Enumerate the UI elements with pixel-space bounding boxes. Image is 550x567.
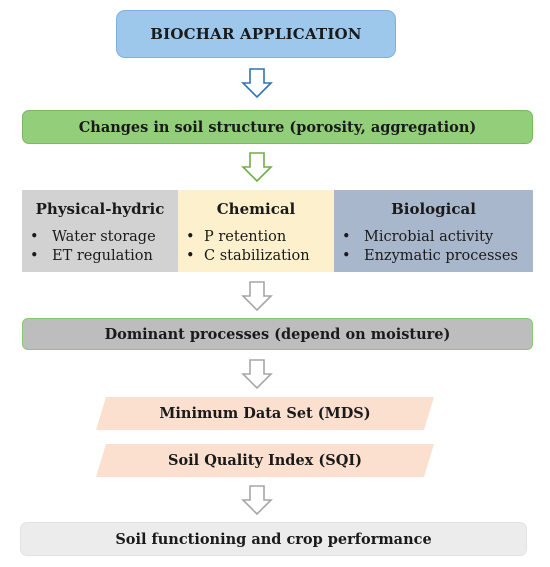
soil-structure-label: Changes in soil structure (porosity, agg… xyxy=(78,118,477,136)
down-arrow-icon xyxy=(241,485,273,515)
physical-hydric-list: Water storage ET regulation xyxy=(22,228,178,266)
chemical-list: P retention C stabilization xyxy=(178,228,334,266)
biochar-application-box: BIOCHAR APPLICATION xyxy=(116,10,396,58)
minimum-data-set-label: Minimum Data Set (MDS) xyxy=(159,405,371,422)
list-item: Water storage xyxy=(22,228,178,247)
list-item: ET regulation xyxy=(22,247,178,266)
list-item: Microbial activity xyxy=(334,228,533,247)
soil-structure-box: Changes in soil structure (porosity, agg… xyxy=(22,110,533,144)
parallelogram-shape xyxy=(96,444,434,477)
down-arrow-icon xyxy=(241,359,273,389)
biological-list: Microbial activity Enzymatic processes xyxy=(334,228,533,266)
chemical-panel: Chemical P retention C stabilization xyxy=(178,190,334,272)
parallelogram-shape xyxy=(96,397,434,430)
dominant-processes-box: Dominant processes (depend on moisture) xyxy=(22,318,533,350)
soil-quality-index-box: Soil Quality Index (SQI) xyxy=(96,444,434,477)
list-item: P retention xyxy=(178,228,334,247)
physical-hydric-panel: Physical-hydric Water storage ET regulat… xyxy=(22,190,178,272)
dominant-processes-label: Dominant processes (depend on moisture) xyxy=(104,325,451,343)
minimum-data-set-box: Minimum Data Set (MDS) xyxy=(96,397,434,430)
biological-title: Biological xyxy=(391,200,476,218)
down-arrow-icon xyxy=(241,281,273,311)
biochar-application-label: BIOCHAR APPLICATION xyxy=(150,25,362,43)
physical-hydric-title: Physical-hydric xyxy=(35,200,165,218)
biological-panel: Biological Microbial activity Enzymatic … xyxy=(334,190,533,272)
down-arrow-icon xyxy=(241,68,273,98)
down-arrow-icon xyxy=(241,152,273,182)
list-item: Enzymatic processes xyxy=(334,247,533,266)
soil-functioning-label: Soil functioning and crop performance xyxy=(115,530,432,548)
chemical-title: Chemical xyxy=(216,200,296,218)
soil-functioning-box: Soil functioning and crop performance xyxy=(20,522,527,556)
soil-quality-index-label: Soil Quality Index (SQI) xyxy=(168,452,362,469)
list-item: C stabilization xyxy=(178,247,334,266)
